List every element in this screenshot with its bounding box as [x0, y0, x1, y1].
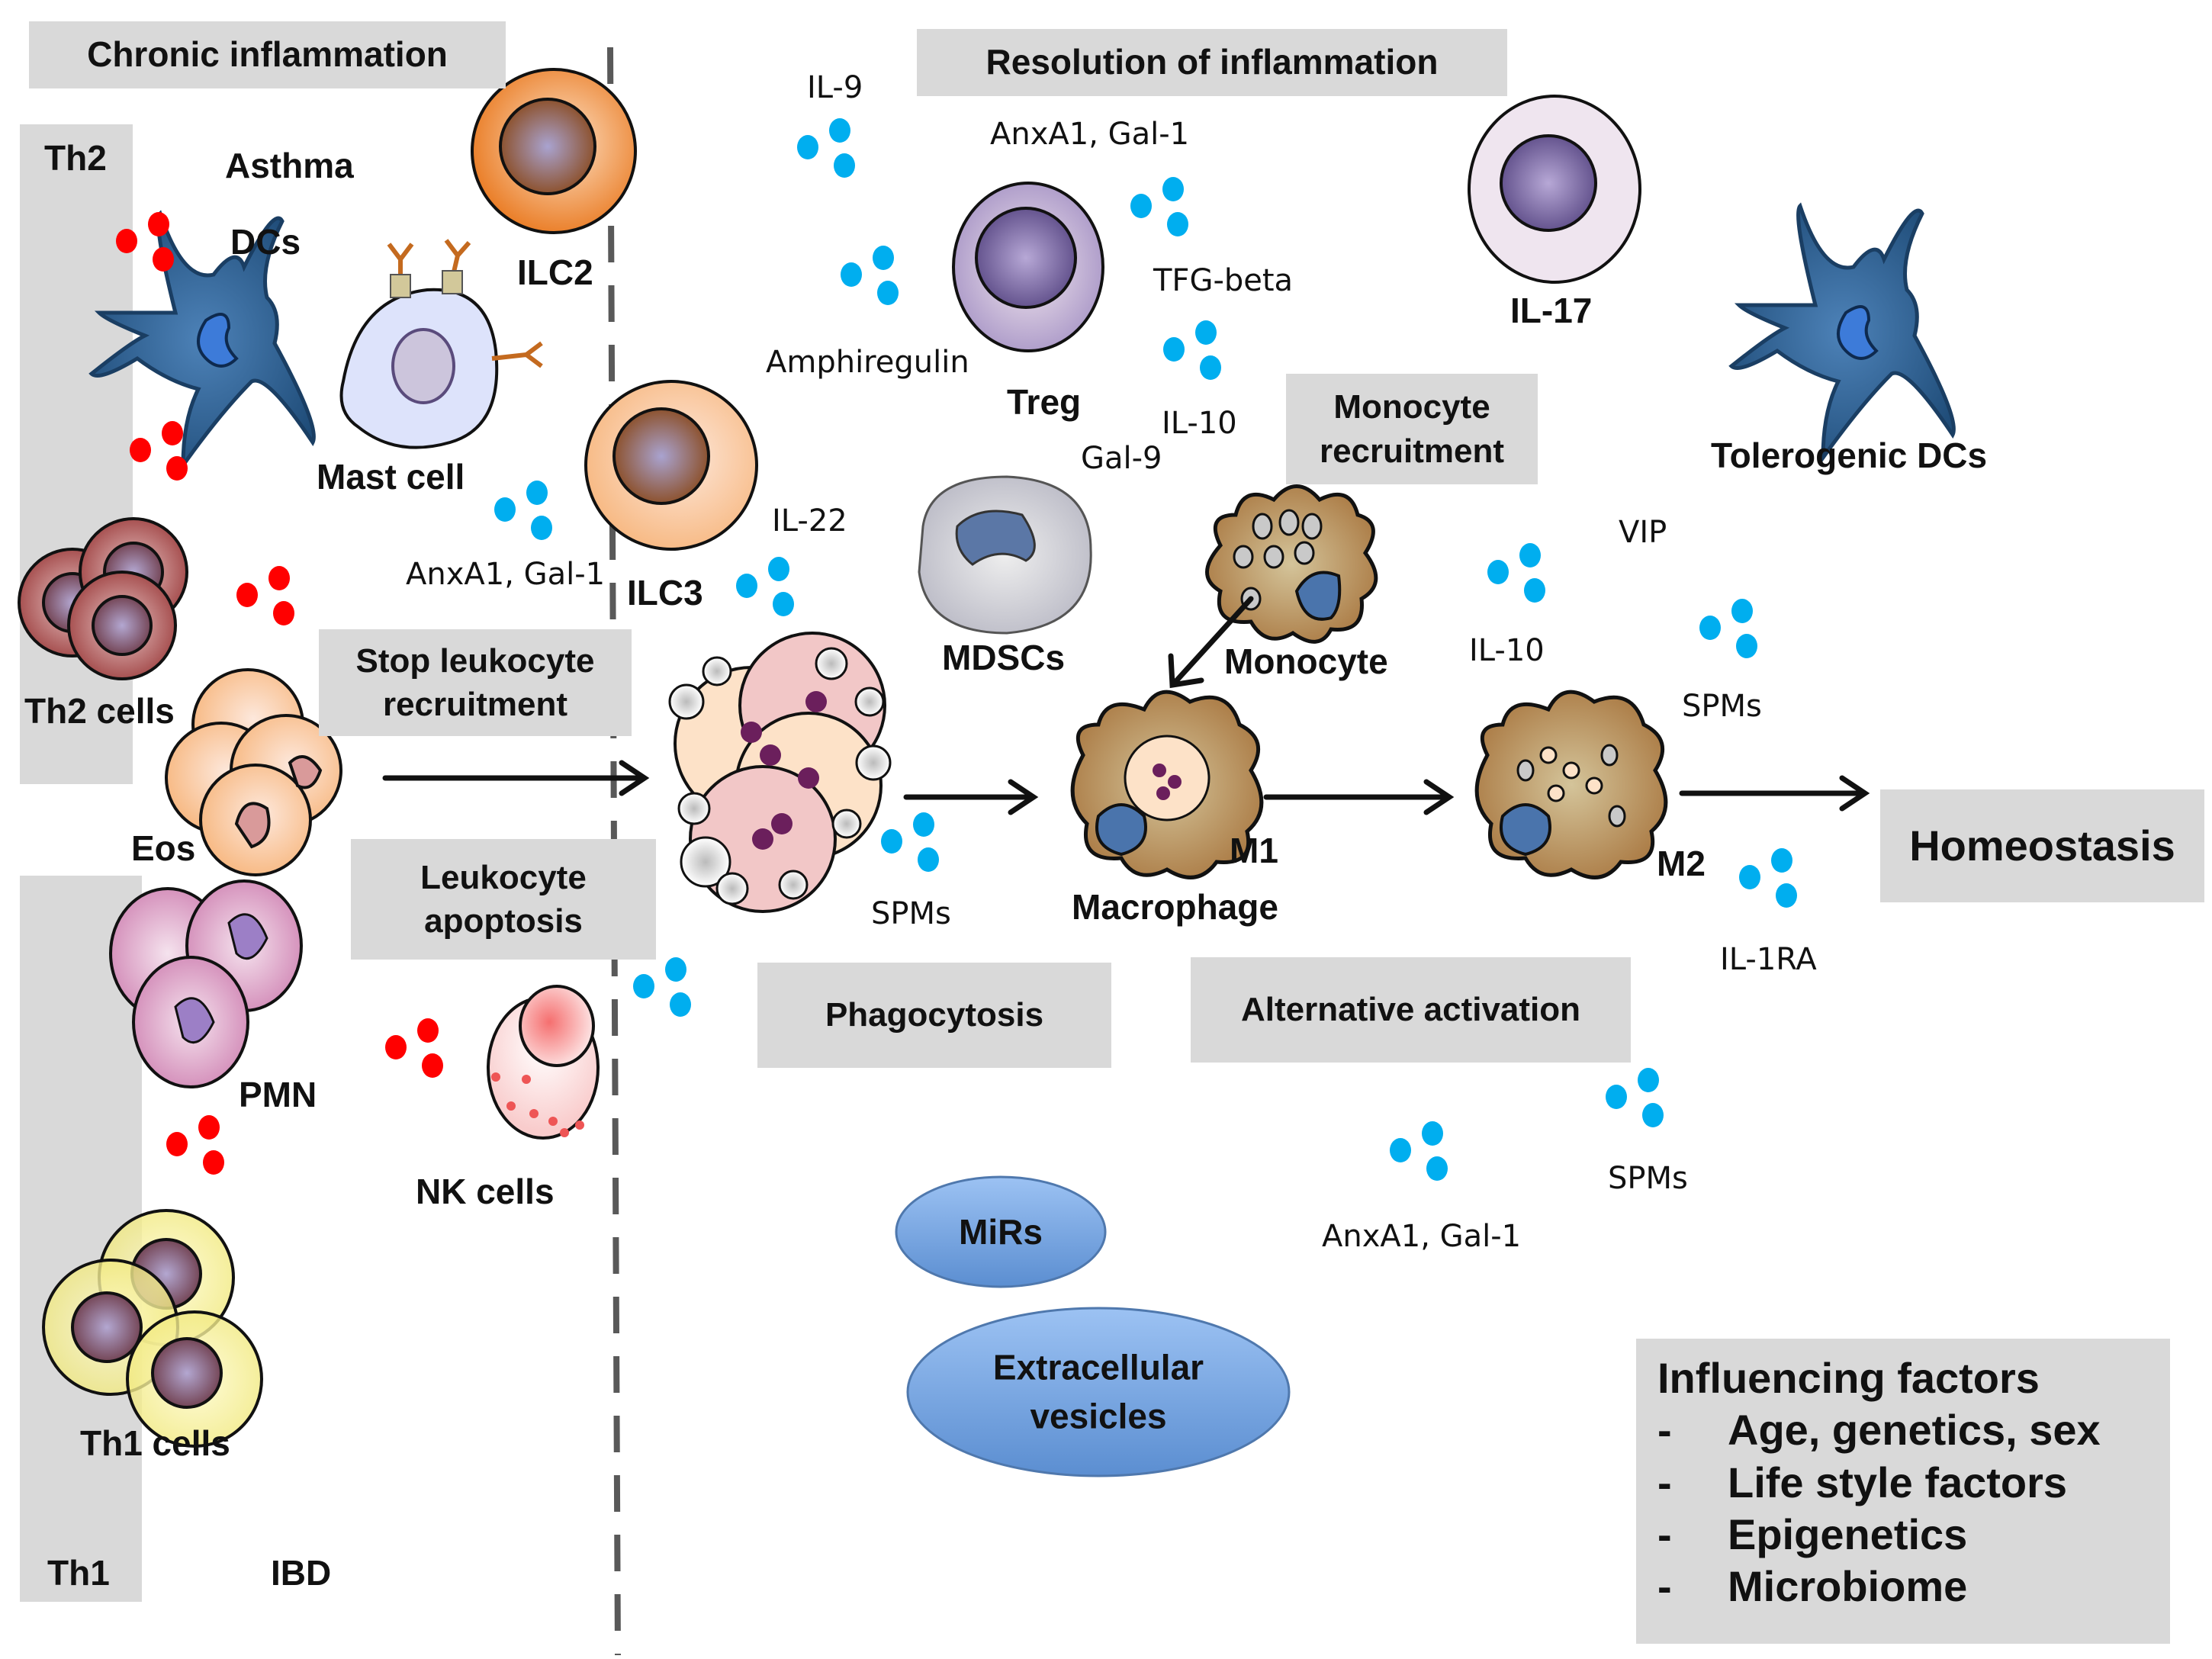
il9-label: IL-9	[807, 70, 863, 105]
cytokine-dots-anxa1-bottom	[1390, 1121, 1451, 1182]
factor-item: -Age, genetics, sex	[1657, 1406, 2101, 1455]
m1-macrophage	[1070, 690, 1264, 879]
eos-label: Eos	[131, 828, 196, 868]
spms-m2-label: SPMs	[1682, 689, 1762, 724]
influencing-factors-box: Influencing factors -Age, genetics, sex …	[1636, 1339, 2170, 1644]
ilc3-label: ILC3	[627, 573, 703, 612]
amphiregulin-label: Amphiregulin	[766, 345, 969, 380]
th17-cell	[1468, 95, 1641, 284]
treg-cell	[952, 182, 1104, 352]
resolution-header: Resolution of inflammation	[917, 29, 1507, 96]
cytokine-dots-spms-m2	[1699, 599, 1760, 660]
tolerogenic-dcs-label: Tolerogenic DCs	[1711, 436, 1988, 475]
mast-cell-label: Mast cell	[317, 457, 465, 497]
factor-item: -Microbiome	[1657, 1562, 1968, 1611]
cytokine-dots-tgf	[1130, 177, 1191, 238]
m1-label: M1	[1230, 831, 1278, 870]
macrophage-label: Macrophage	[1072, 887, 1278, 927]
il22-label: IL-22	[772, 503, 847, 539]
th2-bar-label: Th2	[44, 138, 107, 178]
th1-cells-label: Th1 cells	[80, 1423, 230, 1463]
il10-treg-label: IL-10	[1162, 406, 1237, 441]
anxa1-gal1-left-label: AnxA1, Gal-1	[406, 557, 606, 592]
mdscs-label: MDSCs	[942, 638, 1066, 677]
vip-label: VIP	[1619, 515, 1667, 550]
mast-cell	[339, 239, 543, 449]
th2-cells-label: Th2 cells	[24, 691, 175, 731]
cytokine-dots-anxa1-left	[494, 481, 555, 542]
tolerogenic-dendritic-cell	[1728, 202, 1956, 464]
gal9-label: Gal-9	[1081, 441, 1162, 476]
mirs-label: MiRs	[959, 1212, 1043, 1252]
il1ra-label: IL-1RA	[1720, 942, 1817, 977]
spms-phagocytosis-label: SPMs	[871, 896, 951, 931]
th2-cells-cluster	[18, 517, 188, 680]
asthma-label: Asthma	[225, 146, 354, 185]
factor-item: -Life style factors	[1657, 1458, 2068, 1506]
cytokine-dots-spms-phago	[881, 812, 942, 873]
cytokine-dots-spms-bottom	[1606, 1068, 1667, 1129]
ev-ellipse	[906, 1307, 1291, 1477]
monocyte-label: Monocyte	[1224, 641, 1388, 681]
cytokine-dots-apoptosis	[633, 957, 694, 1018]
cytokine-dots-il9	[797, 118, 858, 179]
mirs-ellipse	[895, 1175, 1107, 1288]
nk-cell	[487, 985, 600, 1140]
tgf-beta-label: TFG-beta	[1153, 263, 1294, 298]
nk-cells-label: NK cells	[416, 1172, 555, 1211]
arrow-monocyte-to-m1	[1168, 596, 1254, 689]
m2-macrophage	[1474, 690, 1668, 879]
neutrophils-cluster	[109, 879, 303, 1088]
mdsc-cell	[918, 475, 1092, 635]
dcs-label: DCs	[230, 222, 301, 262]
th1-cells-cluster	[42, 1209, 263, 1448]
arrow-m1-to-m2	[1263, 779, 1455, 815]
ibd-label: IBD	[271, 1553, 332, 1593]
il10-m2-label: IL-10	[1469, 633, 1545, 668]
ilc3-cell	[584, 380, 758, 551]
il17-label: IL-17	[1510, 291, 1593, 330]
leukocyte-apoptosis-box: Leukocyte apoptosis	[351, 839, 656, 960]
cytokine-dots-il1ra	[1739, 848, 1800, 909]
phagocytosis-box: Phagocytosis	[757, 963, 1111, 1068]
treg-label: Treg	[1007, 382, 1082, 422]
stop-recruitment-box: Stop leukocyte recruitment	[319, 629, 632, 736]
cytokine-dots-il10-treg	[1163, 320, 1224, 381]
dendritic-cell	[88, 210, 316, 471]
chronic-inflammation-header: Chronic inflammation	[29, 21, 506, 88]
arrow-to-apoptosis	[382, 760, 650, 796]
red-dots-asthma-top	[116, 212, 177, 273]
red-dots-th1	[166, 1115, 227, 1176]
pmn-label: PMN	[239, 1075, 317, 1114]
apoptotic-cells-cluster	[668, 632, 892, 913]
spms-bottom-label: SPMs	[1608, 1161, 1688, 1196]
arrow-to-m1	[903, 779, 1039, 815]
influencing-factors-title: Influencing factors	[1657, 1354, 2040, 1402]
m2-label: M2	[1657, 844, 1706, 883]
red-dots-nk	[385, 1018, 446, 1079]
th1-bar-label: Th1	[47, 1553, 110, 1593]
eosinophils-cluster	[165, 668, 342, 876]
ev-label: Extracellular vesicles	[992, 1347, 1204, 1436]
factor-item: -Epigenetics	[1657, 1509, 1968, 1558]
arrow-m2-to-homeostasis	[1679, 775, 1870, 812]
red-dots-asthma-mid	[130, 421, 191, 482]
anxa1-gal1-top-label: AnxA1, Gal-1	[990, 117, 1190, 152]
red-dots-th2	[236, 566, 297, 627]
ilc2-cell	[471, 68, 637, 234]
alternative-activation-box: Alternative activation	[1191, 957, 1631, 1063]
cytokine-dots-il10-m2	[1487, 543, 1548, 604]
cytokine-dots-amphiregulin	[841, 246, 902, 307]
cytokine-dots-il22	[736, 557, 797, 618]
anxa1-gal1-bottom-label: AnxA1, Gal-1	[1322, 1219, 1522, 1254]
homeostasis-box: Homeostasis	[1880, 789, 2204, 902]
ilc2-label: ILC2	[517, 252, 593, 292]
monocyte-recruitment-box: Monocyte recruitment	[1286, 374, 1538, 484]
